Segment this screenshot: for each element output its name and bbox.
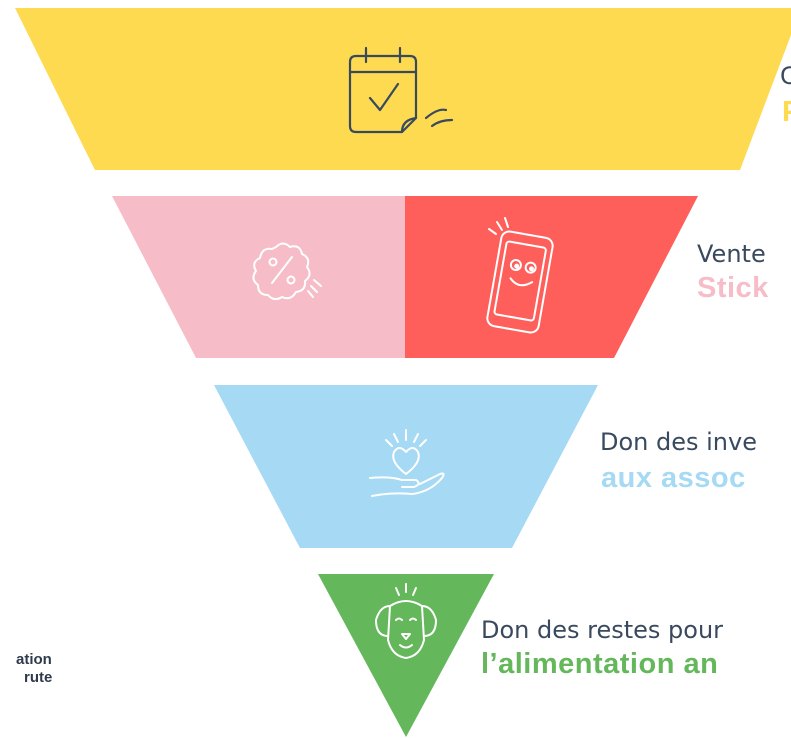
level-3-line1: Don des inve xyxy=(600,428,757,456)
funnel-level-2-right xyxy=(405,196,698,358)
level-4-line2: l’alimentation an xyxy=(481,648,719,680)
heart-in-hand-icon xyxy=(369,429,445,497)
level-1-line1: C xyxy=(780,62,791,90)
funnel-level-1 xyxy=(15,8,791,170)
side-note-line2: rute xyxy=(24,669,53,686)
level-2-line1: Vente xyxy=(697,240,766,268)
calendar-check-icon xyxy=(348,46,454,134)
funnel-level-4 xyxy=(318,574,494,737)
level-4-line1: Don des restes pour xyxy=(481,616,724,644)
dog-face-icon xyxy=(375,583,437,659)
level-3-line2: aux assoc xyxy=(601,462,746,494)
level-1-line2: P xyxy=(782,96,791,129)
funnel-level-3 xyxy=(214,385,598,548)
funnel-level-2-left xyxy=(112,196,405,358)
discount-badge-icon xyxy=(252,242,322,301)
level-2-line2: Stick xyxy=(697,272,769,304)
smiling-phone-icon xyxy=(486,217,554,334)
side-note-line1: ation xyxy=(16,651,52,668)
